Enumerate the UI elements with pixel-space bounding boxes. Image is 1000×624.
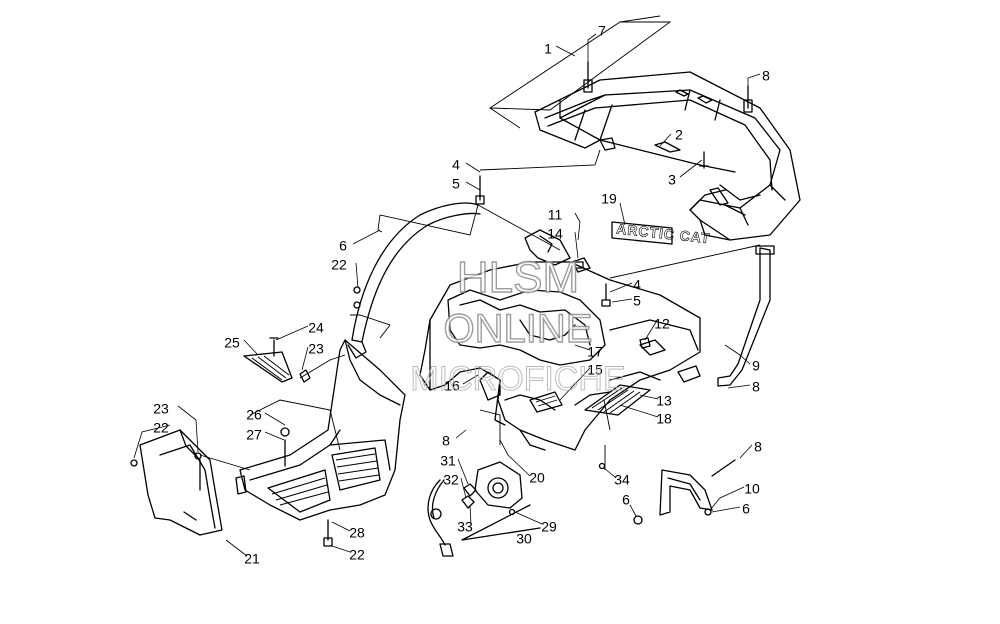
callout-23-c23b: 23 xyxy=(153,401,169,417)
callout-4-c4b: 4 xyxy=(633,277,641,293)
rear-fender xyxy=(419,175,701,451)
callout-19-c19: 19 xyxy=(601,191,617,207)
callout-13-c13: 13 xyxy=(656,393,672,409)
rack-support-arch xyxy=(347,202,481,359)
callout-5-c5b: 5 xyxy=(633,293,641,309)
watermark-line1: HLSM xyxy=(457,253,579,302)
callout-4-c4a: 4 xyxy=(452,157,460,173)
callout-17-c17: 17 xyxy=(587,344,603,360)
callout-8-c8d: 8 xyxy=(754,439,762,455)
callout-27-c27: 27 xyxy=(246,427,262,443)
callout-25-c25: 25 xyxy=(224,335,240,351)
callout-8-c8a: 8 xyxy=(762,68,770,84)
watermark-line2: ONLINE xyxy=(444,307,593,351)
callout-24-c24: 24 xyxy=(308,320,324,336)
watermark: HLSM ONLINE MICROFICHE xyxy=(410,252,626,398)
callout-8-c8c: 8 xyxy=(442,433,450,449)
callout-14-c14: 14 xyxy=(547,226,563,242)
callout-15-c15: 15 xyxy=(587,362,603,378)
decal-19: ARCTIC CAT xyxy=(611,220,712,247)
assembly-lines xyxy=(199,149,761,471)
footwell-floorboard xyxy=(235,339,406,547)
callout-20-c20: 20 xyxy=(529,470,545,486)
callout-1-c1: 1 xyxy=(544,41,552,57)
callout-28-c28: 28 xyxy=(349,525,365,541)
callout-9-c9: 9 xyxy=(752,358,760,374)
callout-6-c6c: 6 xyxy=(742,501,750,517)
callout-21-c21: 21 xyxy=(244,551,260,567)
callout-11-c11: 11 xyxy=(548,207,563,223)
callout-22-c22a: 22 xyxy=(331,257,347,273)
decal-19-text: ARCTIC CAT xyxy=(616,221,712,247)
rack-support-leg-9 xyxy=(717,245,775,387)
watermark-line3: MICROFICHE xyxy=(410,360,625,398)
callout-22-c22b: 22 xyxy=(153,420,169,436)
step-plate-25 xyxy=(243,337,311,383)
callout-12-c12: 12 xyxy=(654,316,670,332)
callout-6-c6a: 6 xyxy=(339,238,347,254)
callout-8-c8b: 8 xyxy=(752,379,760,395)
callout-30-c30: 30 xyxy=(516,531,532,547)
callout-5-c5a: 5 xyxy=(452,176,460,192)
callout-32-c32: 32 xyxy=(443,472,459,488)
callout-23-c23a: 23 xyxy=(308,341,324,357)
callout-26-c26: 26 xyxy=(246,407,262,423)
bracket-10 xyxy=(633,459,736,525)
callout-leaders xyxy=(133,33,761,557)
callout-29-c29: 29 xyxy=(541,519,557,535)
callout-34-c34: 34 xyxy=(614,472,630,488)
callout-7-c7: 7 xyxy=(598,23,606,39)
rear-rack xyxy=(488,15,801,241)
taillight-assembly xyxy=(427,461,606,557)
callout-22-c22c: 22 xyxy=(349,547,365,563)
callout-31-c31: 31 xyxy=(440,453,456,469)
callout-6-c6b: 6 xyxy=(622,492,630,508)
callout-10-c10: 10 xyxy=(744,481,760,497)
callout-3-c3: 3 xyxy=(668,172,676,188)
callout-18-c18: 18 xyxy=(656,411,672,427)
callout-2-c2: 2 xyxy=(675,127,683,143)
side-guard-21 xyxy=(130,429,223,536)
callout-16-c16: 16 xyxy=(444,378,460,394)
callout-33-c33: 33 xyxy=(457,519,473,535)
